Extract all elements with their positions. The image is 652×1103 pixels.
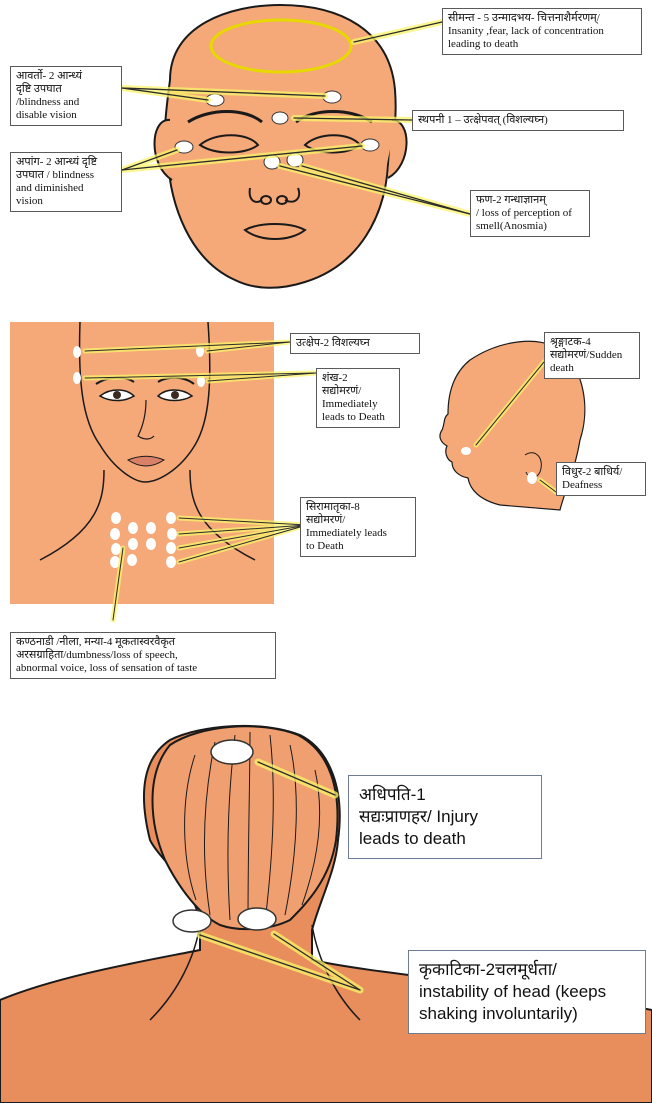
adhipati-line-3: leads to death bbox=[359, 828, 531, 850]
kanthanadi-line-1: कण्ठनाडी /नीला, मन्या-4 मूकतास्वरवैकृत bbox=[16, 636, 270, 649]
phana-line-2: / loss of perception of bbox=[476, 207, 584, 220]
sringataka-line-1: श्रृङ्गाटक-4 bbox=[550, 336, 634, 349]
simanta-line-2: Insanity ,fear, lack of concentration bbox=[448, 25, 636, 38]
right-iris bbox=[171, 391, 179, 399]
siramatrika-label: सिरामातृका-8 सद्योमरणं/ Immediately lead… bbox=[300, 497, 416, 557]
kanthanadi-line-2: अरसग्राहिता/dumbness/loss of speech, bbox=[16, 649, 270, 662]
simanta-line-3: leading to death bbox=[448, 38, 636, 51]
apanga-line-2: उपघात / blindness bbox=[16, 169, 116, 182]
face-neck-panel bbox=[10, 322, 585, 620]
krikatika-marker-right bbox=[238, 908, 276, 930]
krikatika-line-3: shaking involuntarily) bbox=[419, 1003, 635, 1025]
sringataka-line-2: सद्योमरणं/Sudden bbox=[550, 349, 634, 362]
kanthanadi-line-3: abnormal voice, loss of sensation of tas… bbox=[16, 662, 270, 675]
utkshepa-marker-left bbox=[73, 346, 81, 358]
siramatrika-line-1: सिरामातृका-8 bbox=[306, 501, 410, 514]
shankha-label: शंख-2 सद्योमरणं/ Immediately leads to De… bbox=[316, 368, 400, 428]
krikatika-marker-left bbox=[173, 910, 211, 932]
shankha-line-4: leads to Death bbox=[322, 411, 394, 424]
kanthanadi-label: कण्ठनाडी /नीला, मन्या-4 मूकतास्वरवैकृत अ… bbox=[10, 632, 276, 679]
left-iris bbox=[113, 391, 121, 399]
sthapani-marker bbox=[272, 112, 288, 124]
avarta-line-1: आवर्तो- 2 आन्ध्यं bbox=[16, 70, 116, 83]
sthapani-line-1: स्थपनी 1 – उत्क्षेपवत् (विशल्यघ्न) bbox=[418, 114, 618, 127]
apanga-line-4: vision bbox=[16, 195, 116, 208]
sringataka-marker bbox=[461, 447, 471, 455]
utkshepa-label: उत्क्षेप-2 विशल्यघ्न bbox=[290, 333, 420, 354]
shankha-marker-left bbox=[73, 372, 81, 384]
krikatika-label: कृकाटिका-2चलमूर्धता/ instability of head… bbox=[408, 950, 646, 1034]
phana-line-1: फण-2 गन्धाज्ञानम् bbox=[476, 194, 584, 207]
siramatrika-line-2: सद्योमरणं/ bbox=[306, 514, 410, 527]
adhipati-line-1: अधिपति-1 bbox=[359, 784, 531, 806]
phana-line-3: smell(Anosmia) bbox=[476, 220, 584, 233]
front-head-panel bbox=[122, 5, 470, 288]
krikatika-line-1: कृकाटिका-2चलमूर्धता/ bbox=[419, 959, 635, 981]
avarta-line-2: दृष्टि उपघात bbox=[16, 83, 116, 96]
sringataka-label: श्रृङ्गाटक-4 सद्योमरणं/Sudden death bbox=[544, 332, 640, 379]
vidhura-line-2: Deafness bbox=[562, 479, 640, 492]
shankha-line-1: शंख-2 bbox=[322, 372, 394, 385]
avarta-line-4: disable vision bbox=[16, 109, 116, 122]
adhipati-label: अधिपति-1 सद्यःप्राणहर/ Injury leads to d… bbox=[348, 775, 542, 859]
krikatika-line-2: instability of head (keeps bbox=[419, 981, 635, 1003]
vidhura-label: विधुर-2 बाधिर्य/ Deafness bbox=[556, 462, 646, 496]
avarta-line-3: /blindness and bbox=[16, 96, 116, 109]
siramatrika-line-3: Immediately leads bbox=[306, 527, 410, 540]
adhipati-line-2: सद्यःप्राणहर/ Injury bbox=[359, 806, 531, 828]
apanga-label: अपांग- 2 आन्ध्यं दृष्टि उपघात / blindnes… bbox=[10, 152, 122, 212]
utkshepa-line-1: उत्क्षेप-2 विशल्यघ्न bbox=[296, 337, 414, 350]
shankha-line-3: Immediately bbox=[322, 398, 394, 411]
sthapani-label: स्थपनी 1 – उत्क्षेपवत् (विशल्यघ्न) bbox=[412, 110, 624, 131]
siramatrika-line-4: to Death bbox=[306, 540, 410, 553]
back-head-panel bbox=[0, 726, 652, 1103]
avarta-label: आवर्तो- 2 आन्ध्यं दृष्टि उपघात /blindnes… bbox=[10, 66, 122, 126]
sringataka-line-3: death bbox=[550, 362, 634, 375]
simanta-label: सीमन्त - 5 उन्मादभय- चित्तनाशैर्मरणम्/ I… bbox=[442, 8, 642, 55]
vidhura-marker bbox=[527, 472, 537, 484]
apanga-line-1: अपांग- 2 आन्ध्यं दृष्टि bbox=[16, 156, 116, 169]
simanta-line-1: सीमन्त - 5 उन्मादभय- चित्तनाशैर्मरणम्/ bbox=[448, 12, 636, 25]
vidhura-line-1: विधुर-2 बाधिर्य/ bbox=[562, 466, 640, 479]
shankha-line-2: सद्योमरणं/ bbox=[322, 385, 394, 398]
apanga-line-3: and diminished bbox=[16, 182, 116, 195]
adhipati-marker bbox=[211, 740, 253, 764]
phana-label: फण-2 गन्धाज्ञानम् / loss of perception o… bbox=[470, 190, 590, 237]
